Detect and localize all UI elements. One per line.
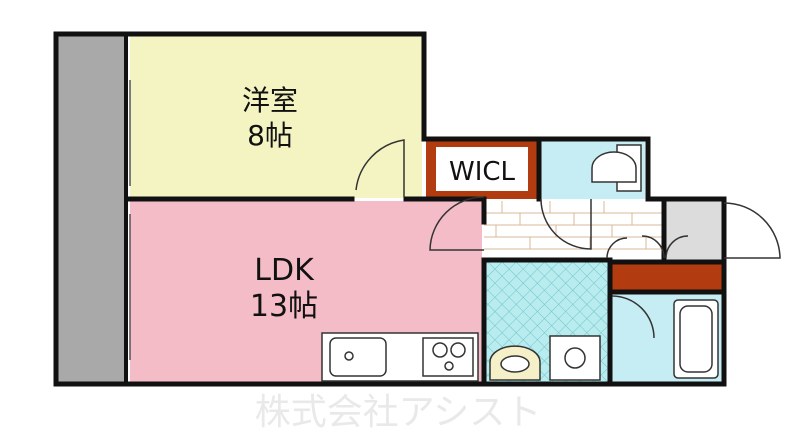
bathtub <box>673 299 719 379</box>
washing-machine <box>549 335 601 381</box>
ldk-room-size: 13帖 <box>250 289 318 324</box>
balcony <box>58 36 126 382</box>
ldk-room-name: LDK <box>254 253 315 288</box>
western-room-name: 洋室 <box>242 84 298 117</box>
kitchen-counter <box>321 332 479 382</box>
western-room-size: 8帖 <box>247 119 293 152</box>
washbasin <box>489 345 541 381</box>
hallway-floor <box>484 201 664 257</box>
company-watermark: 株式会社アシスト <box>255 392 542 433</box>
shoe-storage <box>611 263 722 291</box>
toilet-fixture <box>591 144 642 192</box>
entrance <box>666 201 724 263</box>
western-room <box>130 36 422 198</box>
closet-label: WICL <box>449 157 516 187</box>
